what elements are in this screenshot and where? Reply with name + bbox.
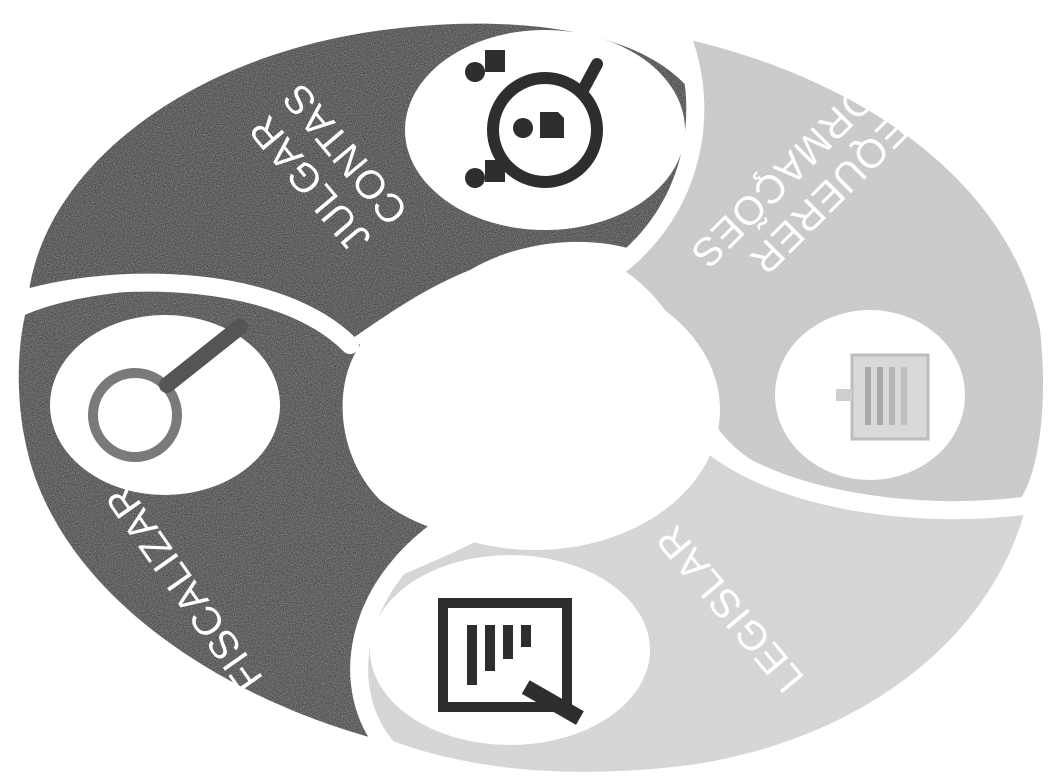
document-icon — [836, 353, 930, 441]
center-hub — [350, 270, 720, 550]
segment-separators — [11, 36, 1039, 754]
people-network-icon — [465, 50, 603, 188]
chart-pencil-icon — [438, 598, 584, 725]
magnifier-icon — [88, 319, 248, 462]
icon-bubble-fiscalizar — [50, 315, 280, 495]
